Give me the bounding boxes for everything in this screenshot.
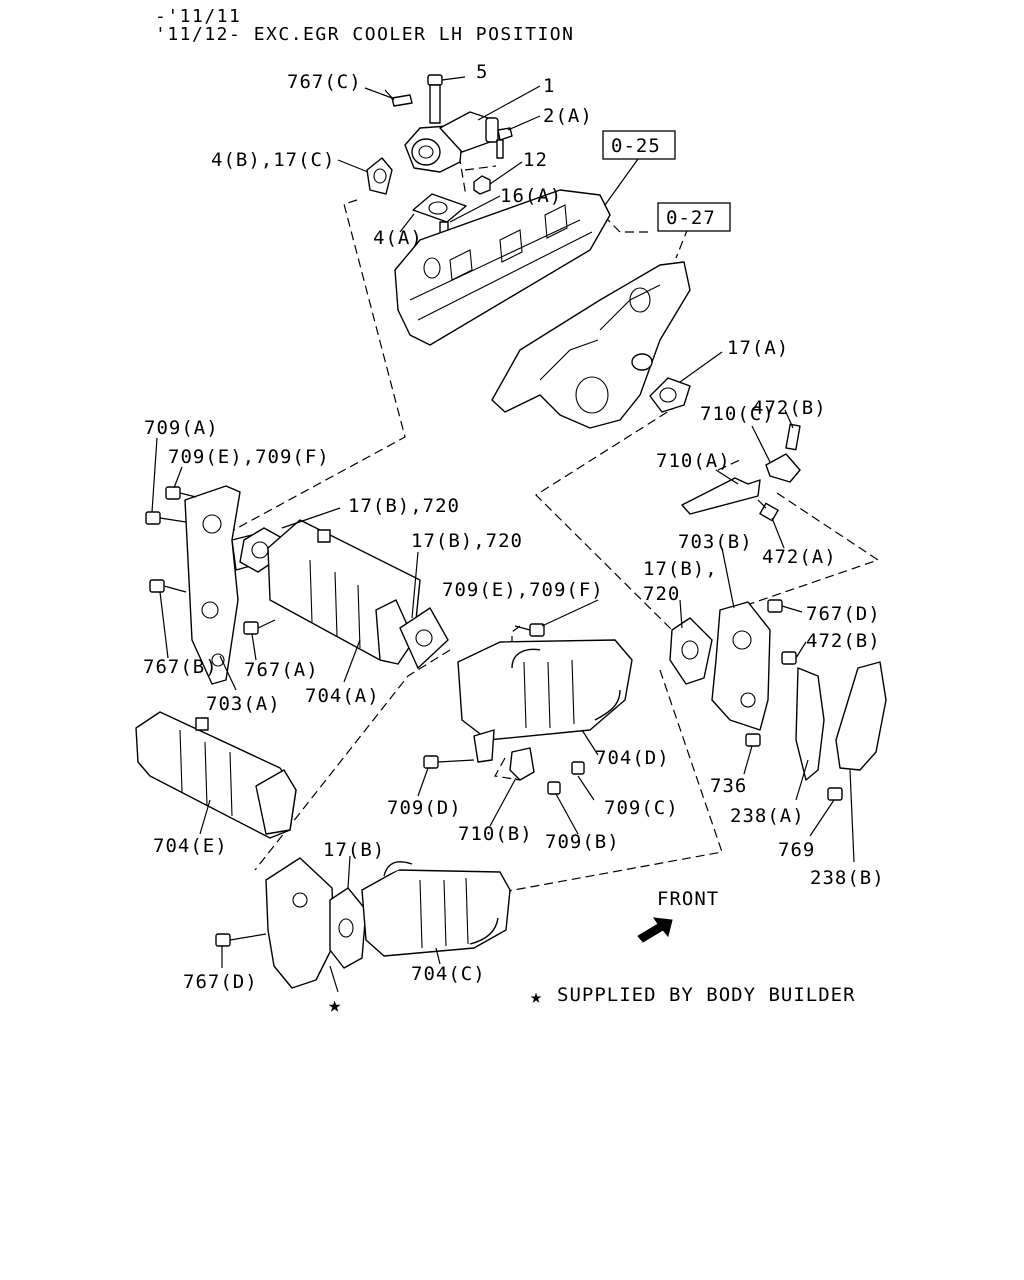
label-704c: 704(C) (411, 963, 486, 985)
label-5: 5 (476, 61, 488, 83)
heat-shield-238a (795, 667, 825, 781)
label-17b-bottom: 17(B) (323, 839, 385, 861)
label-2a: 2(A) (543, 105, 593, 127)
label-769: 769 (778, 839, 815, 861)
label-710a: 710(A) (656, 450, 731, 472)
gasket-17b-bottom (329, 887, 367, 969)
egr-cooler-704d (457, 639, 633, 763)
label-767d-right: 767(D) (806, 603, 881, 625)
ref-box-0-25: 0-25 (599, 130, 676, 213)
bolts-left (145, 486, 276, 635)
note-star-icon: ★ (530, 984, 542, 1008)
label-12: 12 (523, 149, 548, 171)
star-icon: ★ (328, 993, 341, 1018)
note-text: SUPPLIED BY BODY BUILDER (557, 984, 856, 1006)
label-709a: 709(A) (144, 417, 219, 439)
part-labels: 767(C) 5 1 2(A) 4(B),17(C) 12 16(A) 4(A)… (143, 61, 885, 993)
label-710c: 710(C) (700, 403, 775, 425)
bracket-703b (711, 599, 797, 747)
label-238a: 238(A) (730, 805, 805, 827)
ref-0-27-label: 0-27 (666, 207, 716, 229)
label-767c: 767(C) (287, 71, 362, 93)
egr-cooler-704c (361, 861, 511, 957)
label-16a: 16(A) (500, 185, 562, 207)
exhaust-manifold (491, 261, 691, 429)
bolt-709d (423, 755, 475, 769)
header-title: '11/12- EXC.EGR COOLER LH POSITION (155, 24, 574, 45)
label-703a: 703(A) (206, 693, 281, 715)
label-472a: 472(A) (762, 546, 837, 568)
egr-cooler-704a (239, 519, 421, 665)
label-767a: 767(A) (244, 659, 319, 681)
ref-box-0-27: 0-27 (657, 202, 731, 232)
label-704a: 704(A) (305, 685, 380, 707)
bolt-472a (757, 499, 779, 522)
label-1: 1 (543, 75, 555, 97)
label-720-right: 720 (643, 583, 680, 605)
label-703b: 703(B) (678, 531, 753, 553)
label-709d: 709(D) (387, 797, 462, 819)
label-17b-720-b: 17(B),720 (411, 530, 523, 552)
label-709ef-mid: 709(E),709(F) (442, 579, 604, 601)
label-17a: 17(A) (727, 337, 789, 359)
front-indicator: FRONT (637, 888, 719, 943)
label-472b-right: 472(B) (806, 630, 881, 652)
bracket-703a (184, 485, 255, 685)
label-4b-17c: 4(B),17(C) (211, 149, 335, 171)
bracket-710a (681, 477, 761, 515)
gasket-17a (649, 377, 691, 413)
front-arrow-icon (637, 917, 673, 943)
label-4a: 4(A) (373, 227, 423, 249)
bracket-710c (765, 423, 801, 483)
label-709ef-left: 709(E),709(F) (168, 446, 330, 468)
intake-manifold (394, 189, 611, 346)
front-label: FRONT (657, 888, 719, 910)
egr-valve-assembly (366, 74, 513, 259)
label-704d: 704(D) (595, 747, 670, 769)
label-767d-bottom: 767(D) (183, 971, 258, 993)
leader-lines (151, 76, 855, 993)
bracket-710b (509, 747, 585, 795)
label-767b: 767(B) (143, 656, 218, 678)
label-736: 736 (710, 775, 747, 797)
supplied-note: ★ SUPPLIED BY BODY BUILDER (530, 984, 856, 1008)
label-709b: 709(B) (545, 831, 620, 853)
label-710b: 710(B) (458, 823, 533, 845)
label-704e: 704(E) (153, 835, 228, 857)
gasket-17b-a (399, 607, 449, 669)
label-238b: 238(B) (810, 867, 885, 889)
header-date-range: -'11/11 (155, 6, 241, 27)
gasket-17b-right (669, 617, 713, 685)
label-17b-right: 17(B), (643, 558, 718, 580)
bolt-709ef-mid (514, 623, 545, 637)
bracket-bottom-starred (265, 857, 335, 989)
label-472b-top: 472(B) (752, 397, 827, 419)
ref-0-25-label: 0-25 (611, 135, 661, 157)
label-709c: 709(C) (604, 797, 679, 819)
label-17b-720-a: 17(B),720 (348, 495, 460, 517)
bolt-767d-bottom (215, 933, 267, 947)
egr-cooler-704e (135, 711, 297, 839)
heat-shield-238b (827, 661, 887, 801)
